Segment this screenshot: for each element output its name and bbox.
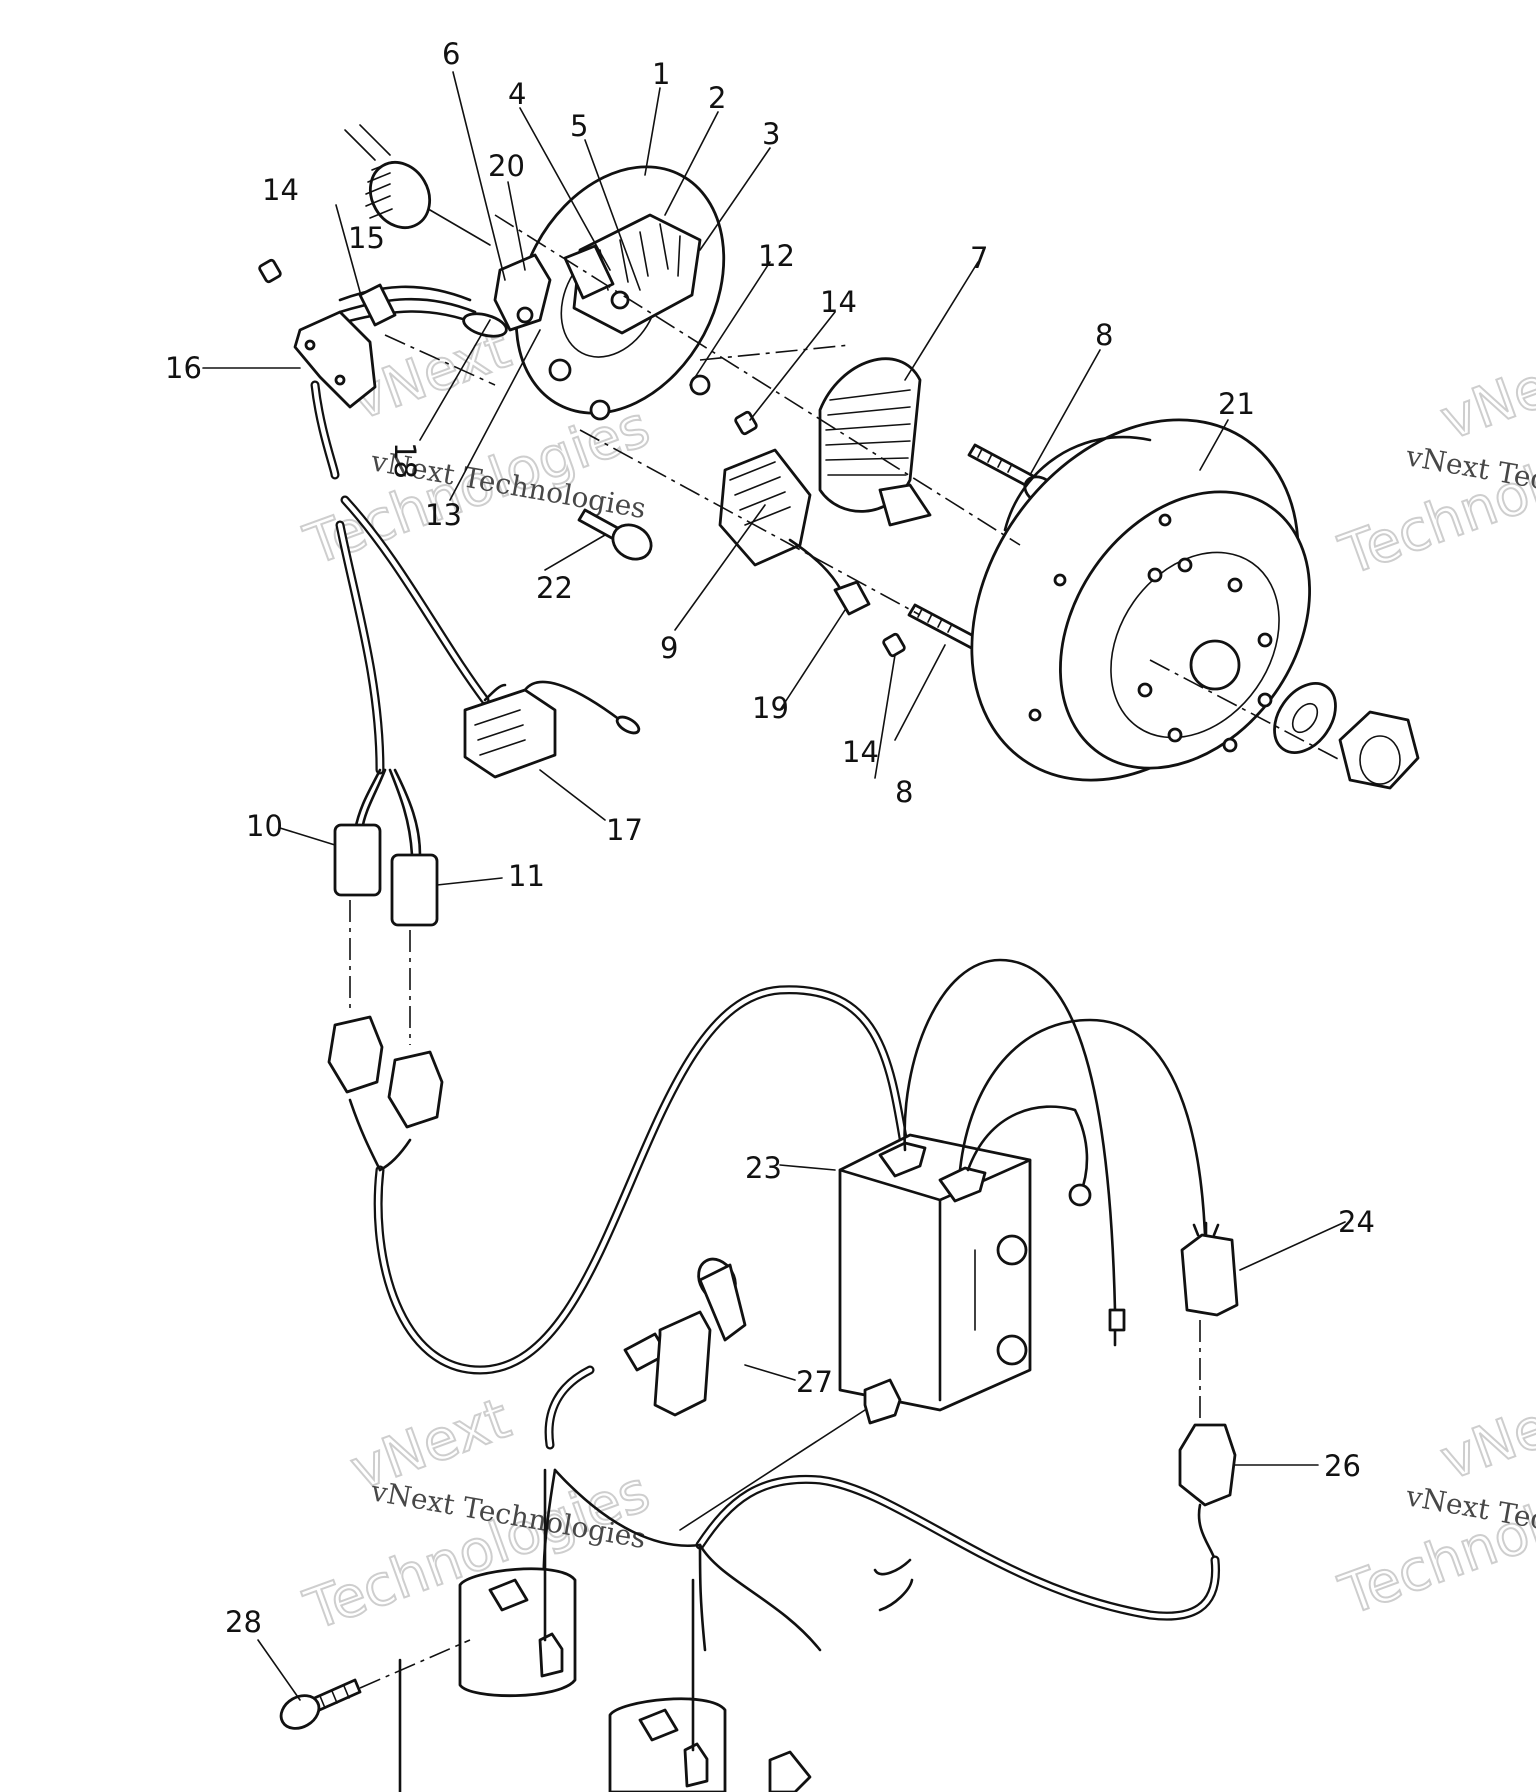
ignition-coil-left (458, 1468, 577, 1698)
lead-wire-main (310, 380, 490, 775)
rectifier-regulator (463, 680, 641, 779)
watermark-prefix: vNext (1433, 1376, 1536, 1493)
connector-branches (327, 768, 444, 1129)
callout-14-center: 14 (820, 285, 857, 319)
callout-13: 13 (425, 498, 462, 532)
cdi-unit (838, 1133, 1032, 1412)
callout-11: 11 (508, 859, 545, 893)
mounting-bolt (279, 1639, 471, 1730)
flywheel-nut (1338, 710, 1420, 790)
charging-coil (563, 213, 702, 335)
callout-1: 1 (652, 57, 670, 91)
screw-14 (258, 258, 906, 658)
callout-8-lower: 8 (895, 775, 913, 809)
callout-7: 7 (970, 241, 988, 275)
cdi-leads (903, 958, 1207, 1347)
watermark-prefix: vNext (1433, 336, 1536, 453)
callout-12: 12 (758, 239, 795, 273)
callout-3: 3 (762, 117, 780, 151)
stator-harness (293, 283, 508, 409)
callout-9: 9 (660, 631, 678, 665)
connector-24 (1180, 1221, 1239, 1317)
callout-16: 16 (165, 351, 202, 385)
callout-15: 15 (348, 221, 385, 255)
connector-10 (333, 823, 382, 897)
flywheel-washer (1273, 682, 1337, 754)
spark-plug-cap (544, 1257, 747, 1450)
callout-26: 26 (1324, 1449, 1361, 1483)
callout-20: 20 (488, 149, 525, 183)
pulser-bracket (493, 253, 552, 332)
callout-17: 17 (606, 813, 643, 847)
callout-18: 18 (388, 442, 422, 479)
screw-22 (577, 508, 653, 561)
callout-19: 19 (752, 691, 789, 725)
callout-14-bottom: 14 (842, 735, 879, 769)
flywheel (970, 418, 1311, 782)
callout-21: 21 (1218, 387, 1255, 421)
callout-22: 22 (536, 571, 573, 605)
cdi-harness (348, 985, 910, 1375)
callout-28: 28 (225, 1605, 262, 1639)
callout-27: 27 (796, 1365, 833, 1399)
callout-8-upper: 8 (1095, 318, 1113, 352)
callout-6: 6 (442, 37, 460, 71)
callout-14-topleft: 14 (262, 173, 299, 207)
callout-5: 5 (570, 109, 588, 143)
crankshaft-end (344, 124, 491, 246)
cdi-spacer (679, 1378, 902, 1531)
assembly-centerlines (384, 214, 1341, 761)
callout-4: 4 (508, 77, 526, 111)
ignition-coil-right (608, 1578, 812, 1792)
callout-labels: 1 2 3 4 5 6 7 8 8 9 10 11 12 13 14 14 14… (165, 37, 1375, 1639)
frame-edge (873, 1558, 914, 1612)
lighting-coil (818, 357, 932, 527)
lower-harness (542, 1468, 1221, 1652)
callout-24: 24 (1338, 1205, 1375, 1239)
connector-11 (390, 853, 439, 927)
callout-2: 2 (708, 81, 726, 115)
connector-26 (1178, 1423, 1237, 1562)
callout-10: 10 (246, 809, 283, 843)
callout-23: 23 (745, 1151, 782, 1185)
leader-lines (202, 71, 1346, 1701)
